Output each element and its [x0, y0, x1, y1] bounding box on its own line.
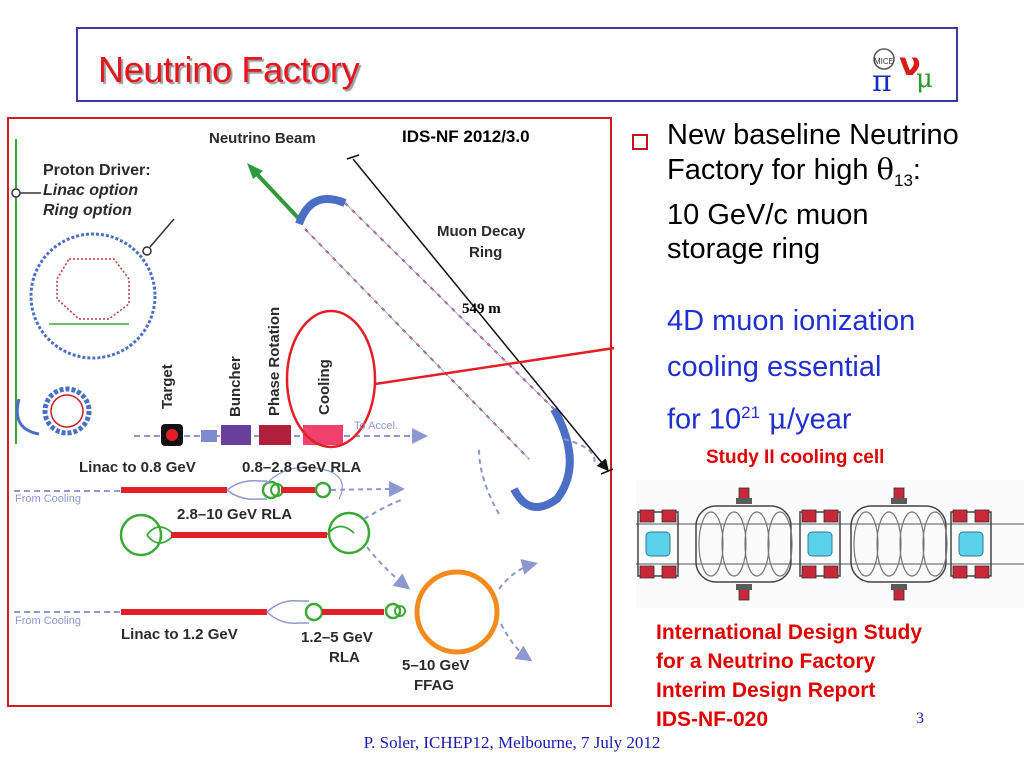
main-bullet: New baseline Neutrino Factory for high θ… — [667, 118, 1024, 266]
target-label: Target — [159, 364, 176, 409]
rla-label: RLA — [329, 649, 360, 666]
cooling-cell-caption: Study II cooling cell — [706, 447, 885, 468]
cooling-label: Cooling — [316, 359, 333, 415]
linac-option-label: Linac option — [43, 182, 139, 199]
page-number: 3 — [916, 710, 924, 727]
sub-line-3: for 1021 μ/year — [667, 401, 852, 436]
from-cooling-label-2: From Cooling — [15, 615, 82, 627]
to-accel-label: To Accel. — [354, 420, 399, 432]
footer-text: P. Soler, ICHEP12, Melbourne, 7 July 201… — [363, 733, 661, 752]
ring-label: Ring — [469, 244, 503, 261]
sub-bullet: 4D muon ionization cooling essential for… — [667, 298, 915, 443]
buncher-label: Buncher — [227, 356, 244, 417]
rla-12-5-label: 1.2–5 GeV — [301, 629, 373, 646]
bullet-line-4: storage ring — [667, 232, 821, 265]
version-label: IDS-NF 2012/3.0 — [402, 127, 530, 146]
bullet-square-icon — [632, 134, 648, 150]
buncher-box — [221, 425, 251, 445]
ffag-energy-label: 5–10 GeV — [402, 657, 470, 674]
cooling-box — [303, 425, 343, 445]
sub-line-2: cooling essential — [667, 351, 882, 383]
cooling-highlight — [285, 309, 377, 449]
length-label: 549 m — [462, 301, 501, 317]
ids-report-caption: International Design Study for a Neutrin… — [656, 618, 922, 734]
neutrino-beam-label: Neutrino Beam — [209, 130, 316, 147]
mice-logo-icon: MICE π ν μ — [866, 37, 944, 95]
ids-line-3: Interim Design Report — [656, 679, 876, 702]
sub-line-1: 4D muon ionization — [667, 305, 916, 337]
linac-08-label: Linac to 0.8 GeV — [79, 459, 196, 476]
proton-ring — [29, 232, 157, 360]
bullet-line-3: 10 GeV/c muon — [667, 198, 869, 231]
ffag-label: FFAG — [414, 677, 454, 694]
rla-08-28-label: 0.8–2.8 GeV RLA — [242, 459, 362, 476]
proton-driver-label: Proton Driver: — [43, 162, 151, 179]
svg-text:μ: μ — [916, 64, 933, 94]
phase-rotation-label: Phase Rotation — [266, 306, 283, 416]
logo-text: MICE — [874, 57, 894, 66]
svg-text:π: π — [872, 64, 892, 95]
ids-line-4: IDS-NF-020 — [656, 708, 769, 731]
phase-rotation-box — [259, 425, 291, 445]
ids-line-1: International Design Study — [656, 621, 923, 644]
neutrino-factory-layout-diagram: IDS-NF 2012/3.0 Neutrino Beam Proton Dri… — [7, 117, 614, 707]
rla-28-10-label: 2.8–10 GeV RLA — [177, 506, 293, 523]
length-arrow — [352, 158, 609, 472]
bullet-line-1: New baseline Neutrino — [667, 119, 959, 151]
cooling-cell-image — [636, 480, 1024, 608]
linac-12-label: Linac to 1.2 GeV — [121, 626, 238, 643]
ffag-ring — [414, 569, 500, 655]
muon-decay-label: Muon Decay — [437, 223, 526, 240]
ids-line-2: for a Neutrino Factory — [656, 650, 876, 673]
slide-title: Neutrino Factory — [98, 49, 360, 90]
bullet-line-2: Factory for high θ13: — [667, 152, 921, 190]
from-cooling-label-1: From Cooling — [15, 493, 82, 505]
svg-text:ν: ν — [899, 45, 921, 83]
ring-option-label: Ring option — [43, 202, 132, 219]
title-frame: Neutrino Factory MICE π ν μ — [76, 27, 958, 102]
